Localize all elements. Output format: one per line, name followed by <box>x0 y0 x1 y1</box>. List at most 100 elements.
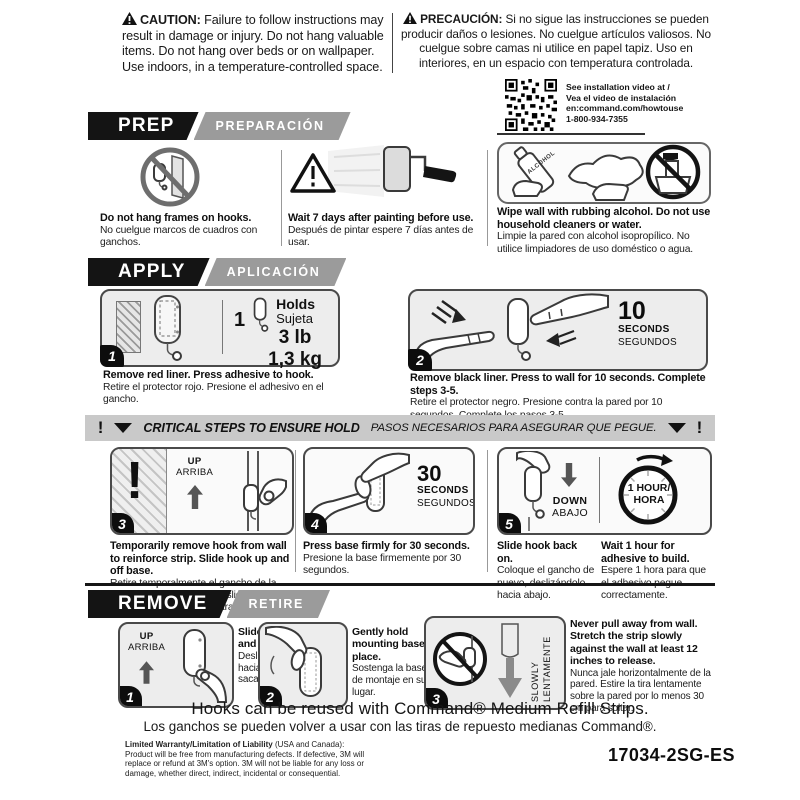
hook-hand-icon <box>183 629 228 703</box>
exclamation-mark: ! <box>126 452 144 510</box>
holds-label-en: Holds <box>276 296 316 312</box>
qr-code-icon <box>505 79 557 131</box>
down-arrow-icon <box>561 463 577 487</box>
prep-caption-1-es: No cuelgue marcos de cuadros con ganchos… <box>100 224 258 248</box>
prep-caption-1-en: Do not hang frames on hooks. <box>100 212 252 224</box>
caution-en-text: Failure to follow instructions may resul… <box>122 13 384 74</box>
remove-caption-2: Gently hold mounting base in place. Sost… <box>352 626 440 699</box>
divider <box>281 150 282 246</box>
clock-line2: HORA <box>633 494 665 506</box>
warranty-text: Limited Warranty/Limitation of Liability… <box>125 740 373 779</box>
apply-header-es: APLICACIÓN <box>205 258 347 286</box>
video-phone: 1-800-934-7355 <box>566 113 628 124</box>
time-value: 30 <box>417 461 442 486</box>
hold-base-hand-icon <box>265 626 322 697</box>
paint-roller-icon <box>290 145 457 197</box>
video-line2: Vea el video de instalación <box>566 92 677 103</box>
video-line3: en:command.com/howtouse <box>566 103 684 114</box>
clock-line1: 1 HOUR/ <box>627 482 671 494</box>
divider <box>497 133 645 135</box>
prep-caption-3-es: Limpie la pared con alcohol isopropílico… <box>497 231 694 255</box>
bang-right: ! <box>696 418 703 437</box>
prep-header-es: PREPARACIÓN <box>194 112 351 140</box>
slowly-es: LENTAMENTE <box>541 636 552 702</box>
remove-header-en: REMOVE <box>88 590 232 618</box>
time-10s: 10 SECONDS SEGUNDOS <box>618 299 677 349</box>
divider <box>487 450 488 572</box>
caution-en: CAUTION: Failure to follow instructions … <box>122 12 392 75</box>
holds-label-es: Sujeta <box>276 311 313 327</box>
remove-caption-3-en: Never pull away from wall. Stretch the s… <box>570 618 698 668</box>
time-seconds-es: SEGUNDOS <box>618 336 677 348</box>
step-badge: 1 <box>100 345 124 367</box>
divider <box>392 13 393 73</box>
remove-step2-image: 2 <box>258 622 348 708</box>
slide-hook-hand-icon <box>243 451 287 531</box>
critical-caption-5b-en: Wait 1 hour for adhesive to build. <box>601 540 690 565</box>
slowly-en: SLOWLY <box>530 661 540 702</box>
remove-step3-image: SLOWLY LENTAMENTE 3 <box>424 616 566 710</box>
prep-caption-3: Wipe wall with rubbing alcohol. Do not u… <box>497 206 715 256</box>
time-value: 10 <box>618 297 646 325</box>
adhesive-strip-icon <box>116 301 141 353</box>
remove-step1-image: UP ARRIBA 1 <box>118 622 234 708</box>
step-badge: 2 <box>408 349 432 371</box>
critical-title-en: CRITICAL STEPS TO ENSURE HOLD <box>143 421 360 435</box>
step-badge: 5 <box>499 513 521 533</box>
prep-header: PREP PREPARACIÓN <box>88 112 351 140</box>
prep-caption-3-en: Wipe wall with rubbing alcohol. Do not u… <box>497 206 711 231</box>
slowly-label: SLOWLY LENTAMENTE <box>530 624 553 702</box>
prep-header-en: PREP <box>88 112 199 140</box>
divider <box>487 150 488 246</box>
up-label: UP ARRIBA <box>128 631 166 685</box>
critical-title-es: PASOS NECESARIOS PARA ASEGURAR QUE PEGUE… <box>370 422 657 434</box>
divider <box>599 457 600 523</box>
video-info: See installation video at / Vea el video… <box>566 82 683 124</box>
critical-caption-4-es: Presione la base firmemente por 30 segun… <box>303 552 462 576</box>
warranty-body: (USA and Canada): Product will be free f… <box>125 740 365 779</box>
step-badge: 3 <box>112 513 134 533</box>
caution-es-label: PRECAUCIÓN: <box>420 12 503 26</box>
down-en: DOWN <box>552 495 588 507</box>
reuse-note-es: Los ganchos se pueden volver a usar con … <box>143 719 657 734</box>
time-seconds-es: SEGUNDOS <box>417 497 475 509</box>
up-en: UP <box>139 631 154 642</box>
down-es: ABAJO <box>552 507 588 520</box>
step-badge: 2 <box>260 686 282 706</box>
press-hook-hands-icon <box>414 293 609 364</box>
remove-caption-3: Never pull away from wall. Stretch the s… <box>570 618 714 715</box>
up-arrow-icon <box>186 484 203 509</box>
apply-caption-1-en: Remove red liner. Press adhesive to hook… <box>103 369 314 381</box>
warning-triangle-icon <box>403 12 418 24</box>
step-badge: 1 <box>120 686 142 706</box>
up-label: UP ARRIBA <box>176 456 213 510</box>
bang-left: ! <box>97 418 104 437</box>
weight-lb: 3 lb <box>278 326 312 348</box>
down-triangle-icon <box>114 423 133 433</box>
down-triangle-icon <box>667 423 686 433</box>
up-es: ARRIBA <box>128 641 166 653</box>
remove-caption-3-es: Nunca jale horizontalmente de la pared. … <box>570 667 711 714</box>
critical-caption-5b: Wait 1 hour for adhesive to build. Esper… <box>601 540 711 602</box>
prep-caption-2-en: Wait 7 days after painting before use. <box>288 212 474 224</box>
hook-icon <box>253 297 269 332</box>
hook-with-strip-icon <box>154 295 182 361</box>
prep-caption-2-es: Después de pintar espere 7 días antes de… <box>288 224 474 248</box>
warranty-label: Limited Warranty/Limitation of Liability <box>125 740 273 749</box>
apply-step2-image: 10 SECONDS SEGUNDOS 2 <box>408 289 708 371</box>
critical-steps-banner: ! CRITICAL STEPS TO ENSURE HOLD PASOS NE… <box>85 415 715 441</box>
apply-step1-image: 1 Holds Sujeta 3 lb 1,3 kg 1 <box>100 289 340 370</box>
apply-header-en: APPLY <box>88 258 210 286</box>
no-frames-icon <box>140 147 200 207</box>
critical-caption-3-en: Temporarily remove hook from wall to rei… <box>110 540 290 578</box>
apply-caption-1-es: Retire el protector rojo. Presione el ad… <box>103 381 324 405</box>
critical-step5-image: DOWN ABAJO 1 HOUR/ HORA 5 <box>497 447 712 535</box>
clock-label: 1 HOUR/ HORA <box>615 482 683 506</box>
apply-caption-2-en: Remove black liner. Press to wall for 10… <box>410 372 706 397</box>
weight-kg: 1,3 kg <box>268 348 322 370</box>
up-arrow-icon <box>139 661 155 684</box>
divider <box>295 450 296 572</box>
apply-header: APPLY APLICACIÓN <box>88 258 346 286</box>
critical-caption-5a: Slide hook back on. Coloque el gancho de… <box>497 540 595 602</box>
alcohol-wipe-icon: ALCOHOL <box>497 142 711 204</box>
